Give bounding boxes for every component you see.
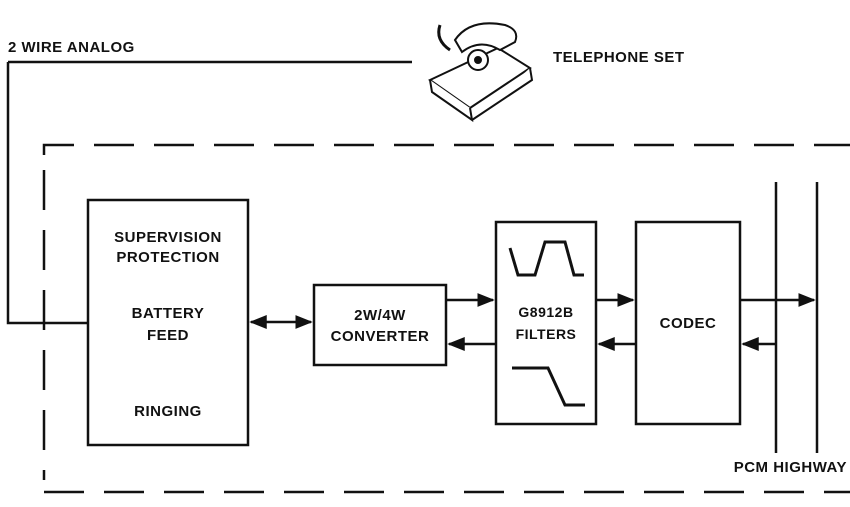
filters-label: FILTERS [516,326,577,342]
filters-part-number-label: G8912B [518,304,573,320]
slic-block [86,198,250,447]
slic-battery-label: BATTERY [132,305,205,322]
pcm-highway-label: PCM HIGHWAY [734,459,847,476]
two-wire-analog-label: 2 WIRE ANALOG [8,39,135,56]
converter-label: CONVERTER [331,328,430,345]
telephone-icon [428,22,534,123]
slic-feed-label: FEED [147,327,189,344]
analog-line-to-slic [6,62,88,325]
lowpass-response-icon [512,366,585,407]
codec-label: CODEC [660,315,717,332]
bandpass-response-icon [508,240,584,277]
converter-2w4w-label: 2W/4W [354,307,406,324]
converter-block [312,283,448,367]
slic-protection-label: PROTECTION [116,249,219,266]
slic-supervision-label: SUPERVISION [114,229,222,246]
slic-ringing-label: RINGING [134,403,202,420]
boundary-top [42,143,850,155]
telephone-set-label: TELEPHONE SET [553,49,685,66]
codec-block [634,220,742,426]
